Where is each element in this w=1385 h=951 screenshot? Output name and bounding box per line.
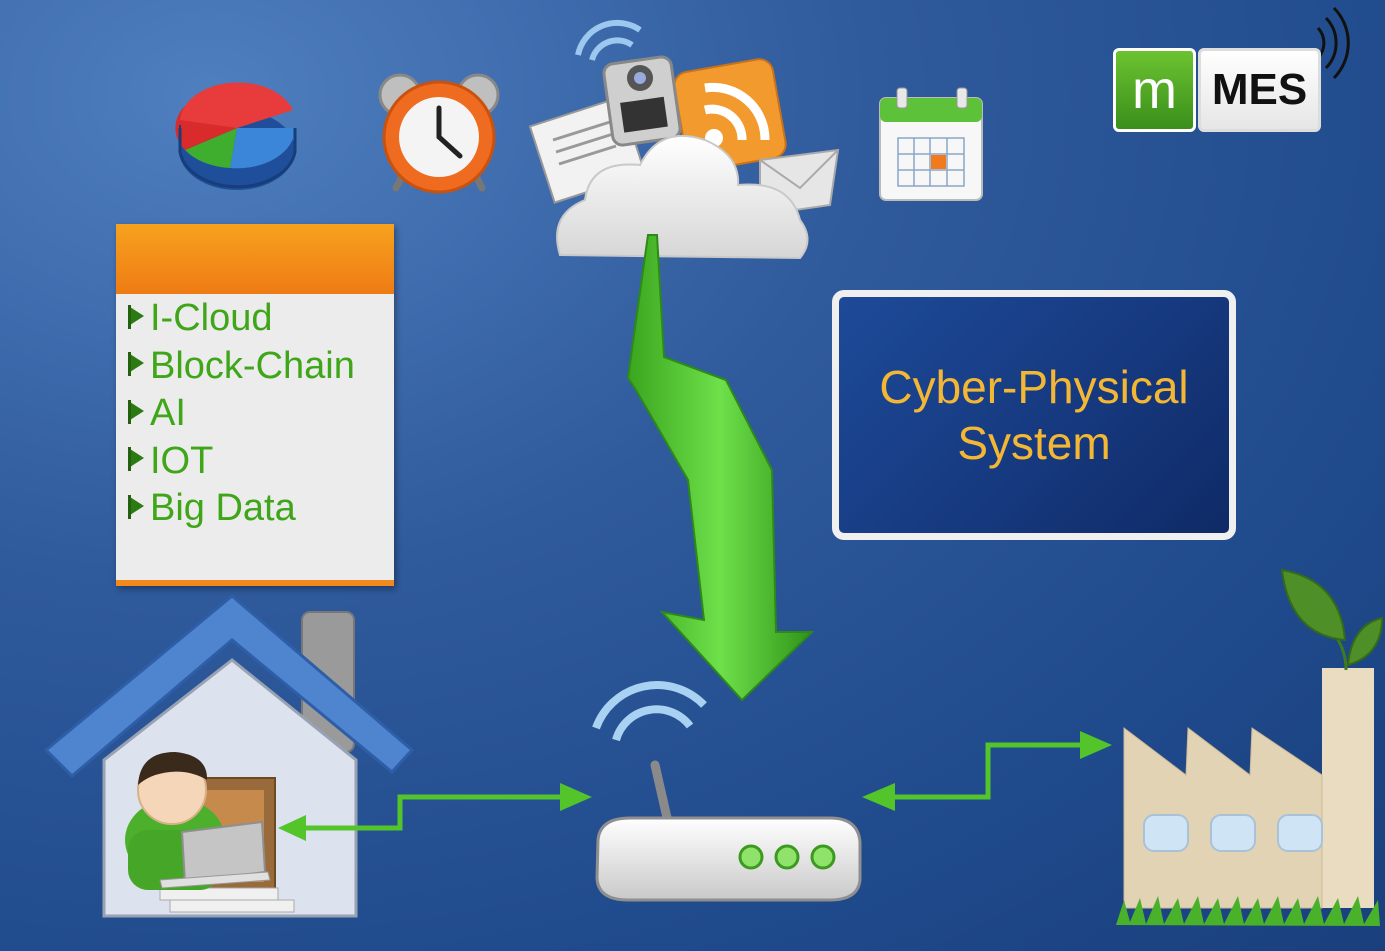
alarm-clock-icon bbox=[378, 73, 500, 194]
flag-bullet-icon bbox=[128, 494, 144, 519]
pie-chart-icon bbox=[175, 82, 297, 190]
wireless-signal-icon bbox=[1316, 6, 1350, 80]
flag-bullet-icon bbox=[128, 352, 144, 377]
logo-mes-tile: MES bbox=[1198, 48, 1321, 132]
router-factory-connector bbox=[862, 731, 1112, 811]
lightning-arrow bbox=[626, 234, 815, 702]
logo-m-tile: m bbox=[1113, 48, 1196, 132]
list-item: Big Data bbox=[128, 486, 394, 534]
flag-bullet-icon bbox=[128, 399, 144, 424]
list-item-label: Big Data bbox=[150, 487, 296, 529]
flag-bullet-icon bbox=[128, 304, 144, 329]
list-item: I-Cloud bbox=[128, 296, 394, 344]
logo-m-text: m bbox=[1132, 60, 1177, 120]
cps-title: Cyber-Physical System bbox=[879, 359, 1188, 471]
cps-box: Cyber-Physical System bbox=[832, 290, 1236, 540]
list-item-label: AI bbox=[150, 392, 186, 434]
calendar-icon bbox=[879, 87, 983, 201]
tech-list: I-Cloud Block-Chain AI IOT Big Data bbox=[116, 294, 394, 534]
cloud-services-icon bbox=[528, 19, 840, 260]
cps-title-line2: System bbox=[957, 417, 1111, 469]
list-item-label: I-Cloud bbox=[150, 297, 273, 339]
list-item: AI bbox=[128, 391, 394, 439]
logo-mes-text: MES bbox=[1211, 65, 1308, 114]
factory-icon bbox=[1116, 568, 1384, 926]
list-item-label: Block-Chain bbox=[150, 344, 355, 387]
list-item: IOT bbox=[128, 439, 394, 487]
list-item: Block-Chain bbox=[128, 344, 394, 392]
cps-title-line1: Cyber-Physical bbox=[879, 361, 1189, 413]
house-router-connector bbox=[278, 783, 592, 841]
wireless-router-icon bbox=[592, 681, 862, 902]
flag-bullet-icon bbox=[128, 447, 144, 472]
tech-list-header bbox=[116, 224, 394, 294]
list-item-label: IOT bbox=[150, 439, 214, 482]
home-user-icon bbox=[43, 594, 415, 918]
tech-list-panel: I-Cloud Block-Chain AI IOT Big Data bbox=[116, 224, 394, 586]
